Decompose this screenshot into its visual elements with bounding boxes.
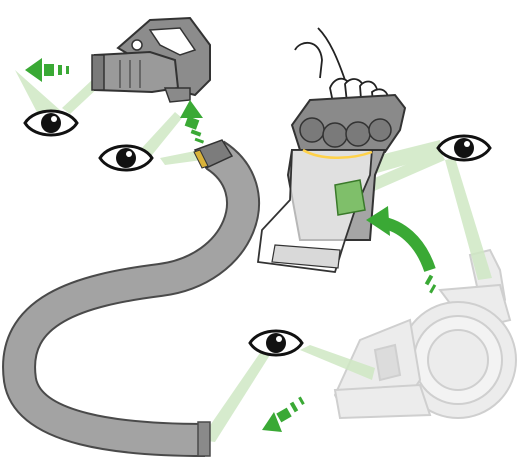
eye-icon <box>436 134 492 162</box>
wand-handle <box>91 16 211 103</box>
eye-icon <box>98 144 154 172</box>
eye-icon <box>248 329 304 357</box>
vacuum-body-ghost <box>333 248 517 420</box>
hose <box>2 139 260 457</box>
cyclone-bin <box>256 93 407 273</box>
eye-icon <box>23 109 79 137</box>
arrow-icon <box>366 206 437 294</box>
sight-lines <box>15 70 492 442</box>
arrow-icon <box>262 396 305 432</box>
hose-cuff <box>193 139 234 169</box>
arrow-icon <box>180 100 205 144</box>
arrow-icon <box>25 58 69 82</box>
